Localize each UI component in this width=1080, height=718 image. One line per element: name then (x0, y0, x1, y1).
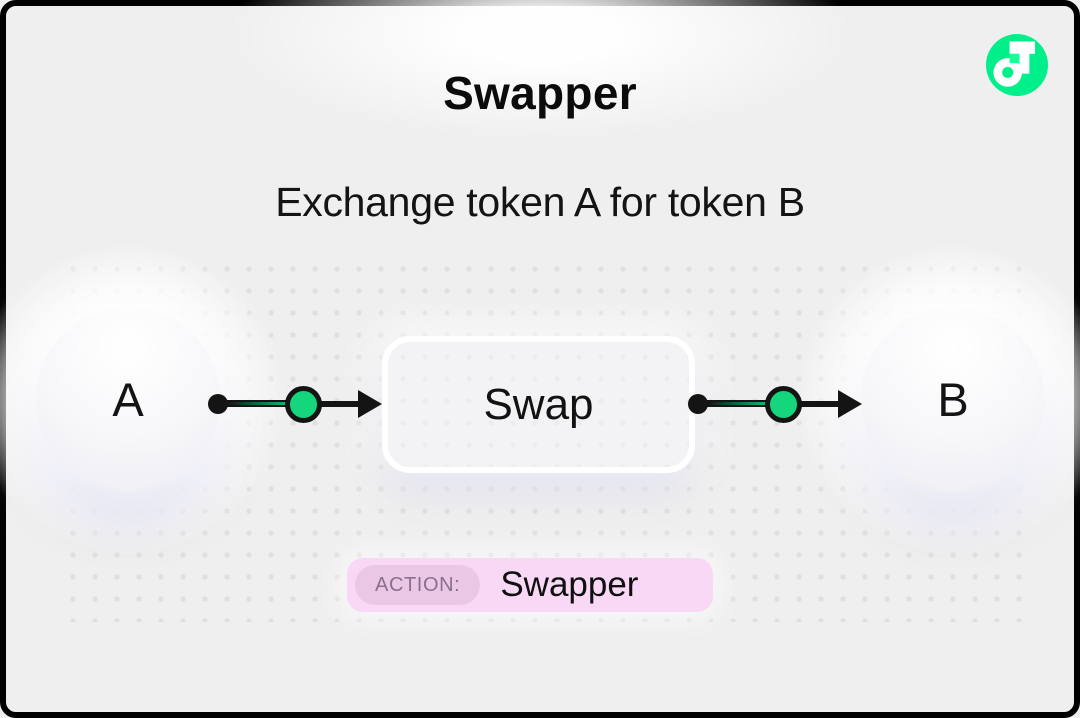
node-token-b-label: B (937, 372, 969, 426)
edge2-pipe (702, 400, 787, 407)
node-token-a: A (36, 307, 220, 491)
page-title: Swapper (443, 67, 637, 119)
edge2-start-dot (688, 394, 708, 414)
edge2-arrowhead-icon (838, 390, 862, 418)
edge1-port-dot (285, 386, 322, 423)
edge1-arrowhead-icon (358, 390, 382, 418)
action-badge-prefix: ACTION: (375, 573, 461, 596)
action-badge-label: Swapper (500, 565, 639, 604)
action-badge: ACTION: Swapper (347, 558, 713, 612)
flow-logo-icon (986, 34, 1048, 96)
node-swap: Swap (382, 336, 695, 473)
page-subtitle: Exchange token A for token B (275, 179, 805, 225)
node-token-a-label: A (112, 372, 144, 426)
node-swap-label: Swap (483, 379, 594, 429)
action-badge-prefix-pill: ACTION: (355, 565, 481, 605)
edge2-port-dot (765, 386, 802, 423)
node-token-b: B (861, 307, 1045, 491)
